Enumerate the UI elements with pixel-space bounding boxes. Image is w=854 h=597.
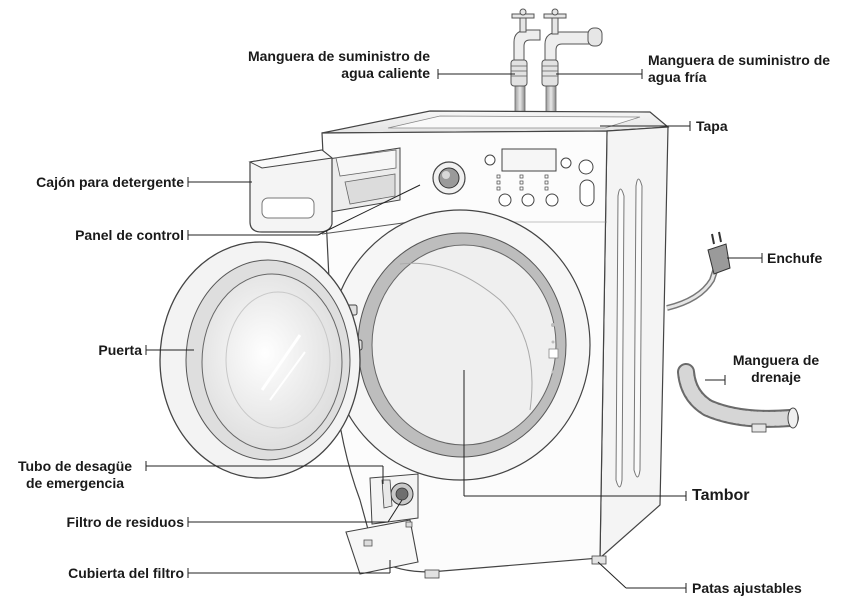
- label-cold-water-hose-line2: agua fría: [648, 69, 707, 85]
- label-emergency-drain-tube: Tubo de desagüe de emergencia: [8, 458, 142, 492]
- label-plug: Enchufe: [767, 250, 823, 266]
- leader-lines: [145, 69, 763, 593]
- label-drain-hose-line1: Manguera de: [732, 352, 820, 368]
- label-debris-filter: Filtro de residuos: [66, 514, 184, 530]
- porthole-illustration: [329, 209, 591, 481]
- label-emergency-drain-tube-line1: Tubo de desagüe: [17, 458, 133, 474]
- label-hot-water-hose: Manguera de suministro de agua caliente: [248, 48, 430, 82]
- feet-illustration: [424, 555, 607, 579]
- detergent-drawer-illustration: [248, 147, 401, 233]
- label-drain-hose: Manguera de drenaje: [728, 352, 824, 386]
- label-door: Puerta: [98, 342, 142, 358]
- open-door-illustration: [159, 241, 361, 479]
- label-hot-water-hose-line1: Manguera de suministro de: [247, 48, 430, 64]
- label-filter-cover: Cubierta del filtro: [68, 565, 184, 581]
- label-control-panel: Panel de control: [75, 227, 184, 243]
- label-cold-water-hose-line1: Manguera de suministro de: [648, 52, 831, 68]
- power-cord-illustration: [666, 231, 731, 311]
- cold-water-faucet: [541, 8, 603, 120]
- label-adjustable-feet: Patas ajustables: [692, 580, 802, 596]
- label-detergent-drawer: Cajón para detergente: [36, 174, 184, 190]
- label-cold-water-hose: Manguera de suministro de agua fría: [648, 52, 830, 86]
- label-lid: Tapa: [696, 118, 728, 134]
- hot-water-faucet: [510, 8, 541, 120]
- label-emergency-drain-tube-line2: de emergencia: [25, 475, 125, 491]
- label-hot-water-hose-line2: agua caliente: [341, 65, 430, 81]
- label-drum: Tambor: [692, 487, 750, 504]
- control-panel-illustration: [432, 148, 595, 207]
- drain-hose-illustration: [677, 363, 799, 433]
- filter-area-illustration: [345, 473, 419, 575]
- label-drain-hose-line2: drenaje: [751, 369, 801, 385]
